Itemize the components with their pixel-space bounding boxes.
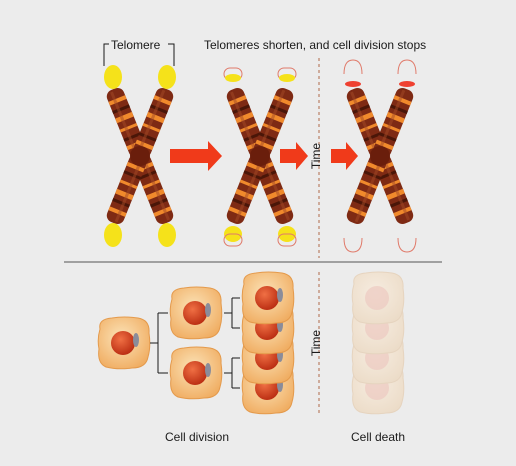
time-label-bottom: Time bbox=[309, 329, 324, 357]
chromosome-full-telomeres bbox=[104, 65, 176, 247]
telomere-label: Telomere bbox=[111, 38, 161, 52]
cell bbox=[169, 286, 223, 340]
diagram-caption: Telomeres shorten, and cell division sto… bbox=[204, 38, 427, 52]
cell-division-tree bbox=[97, 271, 295, 415]
telomere-bottom-left bbox=[104, 223, 122, 247]
cell bbox=[97, 316, 151, 370]
cell bbox=[241, 271, 295, 325]
telomere-pointer bbox=[103, 43, 175, 66]
cell-division-label: Cell division bbox=[165, 430, 230, 444]
right-arrow-3 bbox=[331, 142, 358, 170]
dead-cell bbox=[351, 271, 405, 325]
telomere-top-right bbox=[158, 65, 176, 89]
telomere-bottom-right bbox=[158, 223, 176, 247]
right-arrow-1 bbox=[170, 141, 222, 171]
chromosome-no-telomeres bbox=[343, 59, 417, 253]
right-arrow-2 bbox=[280, 142, 308, 170]
time-label-top: Time bbox=[309, 142, 324, 170]
cell bbox=[169, 346, 223, 400]
dead-cells bbox=[351, 271, 405, 415]
cell-death-label: Cell death bbox=[351, 430, 406, 444]
chromosome-short-telomeres bbox=[223, 67, 297, 247]
bracket bbox=[150, 297, 240, 389]
telomere-top-left bbox=[104, 65, 122, 89]
